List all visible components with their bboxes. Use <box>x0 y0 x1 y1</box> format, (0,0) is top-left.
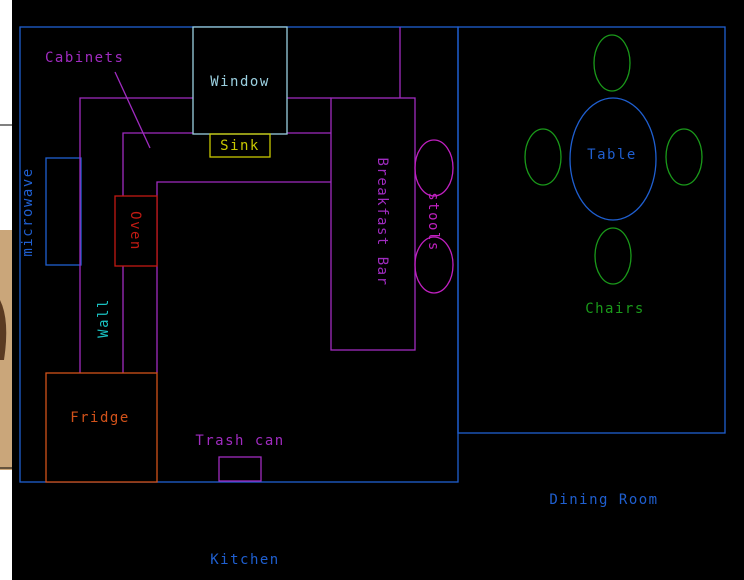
left-edge-image-shadow <box>0 300 7 360</box>
microwave-label: microwave <box>20 167 36 256</box>
wall-label: Wall <box>96 298 112 338</box>
fridge-label: Fridge <box>70 410 130 426</box>
sink <box>209 133 271 158</box>
breakfast-bar <box>330 97 416 351</box>
table <box>569 97 657 221</box>
chair-left <box>524 128 562 186</box>
chairs-label: Chairs <box>585 301 645 317</box>
cabinets-outer <box>79 97 193 373</box>
stools-label: stools <box>425 192 441 252</box>
window <box>192 26 288 135</box>
sink-label: Sink <box>220 138 260 154</box>
microwave <box>45 157 82 266</box>
oven <box>114 195 158 267</box>
chair-top <box>593 34 631 92</box>
trash-can-label: Trash can <box>195 433 284 449</box>
cabinets-inner <box>156 181 331 373</box>
dining-room-label: Dining Room <box>549 492 658 508</box>
fridge <box>45 372 158 483</box>
breakfast-bar-label: Breakfast Bar <box>374 157 390 286</box>
cabinets-label: Cabinets <box>45 50 124 66</box>
left-edge-image-fragment <box>0 230 12 470</box>
chair-bottom <box>594 227 632 285</box>
window-label: Window <box>210 74 270 90</box>
table-label: Table <box>587 147 637 163</box>
kitchen-label: Kitchen <box>210 552 280 568</box>
cabinets-pointer <box>114 71 151 149</box>
cabinets-middle <box>122 132 210 196</box>
stool-top <box>414 139 454 197</box>
plan-background <box>12 0 744 580</box>
oven-label: Oven <box>127 211 143 251</box>
trash-can <box>218 456 262 482</box>
dining-room-outline <box>457 26 726 434</box>
stool-bottom <box>414 236 454 294</box>
chair-right <box>665 128 703 186</box>
